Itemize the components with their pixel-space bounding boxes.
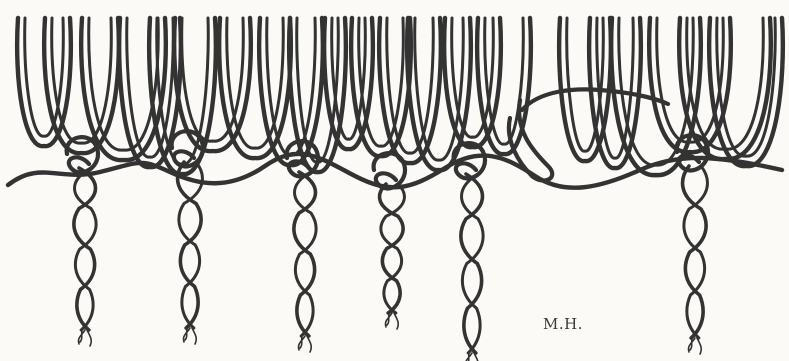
knot-fray (183, 328, 196, 344)
hanging-strands (17, 18, 783, 175)
knot-head (374, 153, 405, 188)
knot (677, 135, 708, 354)
knot (454, 143, 485, 361)
strand-loop (81, 18, 166, 160)
artist-signature: M.H. (543, 315, 583, 333)
knot-fray (298, 336, 311, 352)
knot (67, 137, 98, 346)
knot-fray (385, 313, 398, 329)
knot-fray (78, 330, 91, 346)
cross-strand (522, 89, 668, 110)
strand-inner (182, 18, 244, 141)
cross-loop (509, 100, 552, 181)
knot-fray (688, 338, 701, 354)
knot (287, 141, 318, 352)
knot (374, 153, 405, 329)
